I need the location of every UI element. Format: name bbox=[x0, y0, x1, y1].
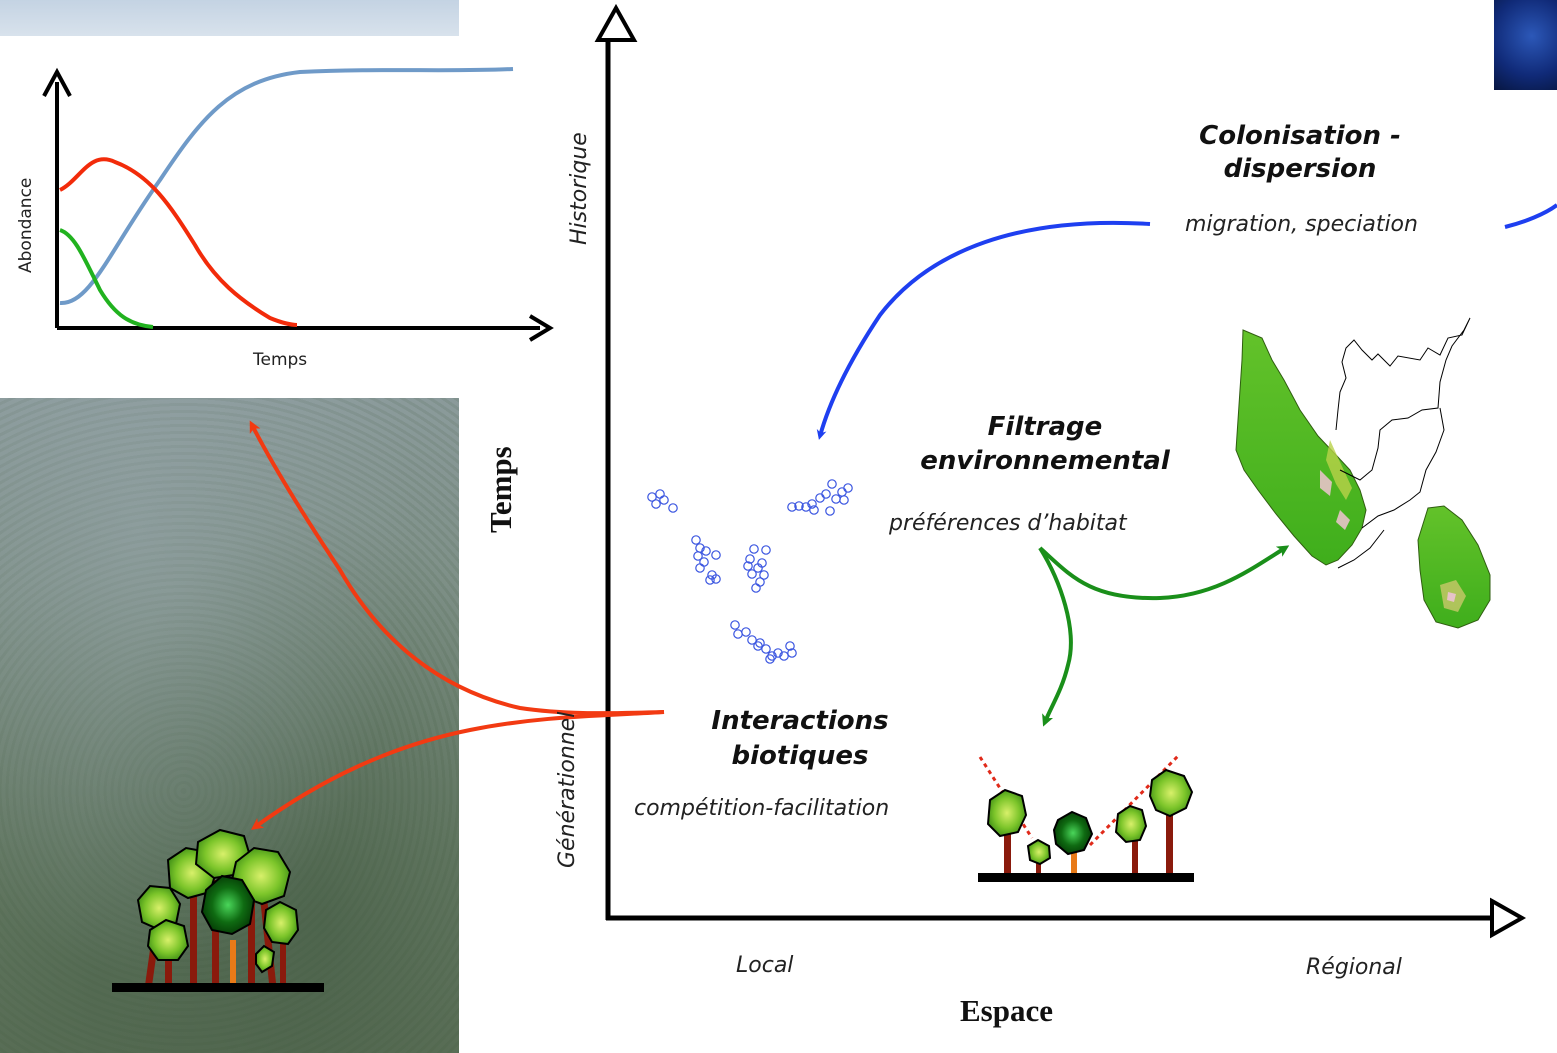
species-point bbox=[730, 620, 740, 630]
species-point bbox=[753, 641, 763, 651]
forest-photo bbox=[0, 398, 459, 1053]
species-point bbox=[743, 561, 753, 571]
species-point bbox=[691, 535, 701, 545]
colonisation-title: Colonisation - dispersion bbox=[1199, 121, 1401, 184]
sri-lanka-region bbox=[1417, 505, 1491, 629]
india-border-line bbox=[1335, 317, 1471, 481]
species-point bbox=[807, 499, 817, 509]
species-point bbox=[651, 499, 661, 509]
species-point bbox=[809, 505, 819, 515]
inset-y-arrowhead bbox=[42, 67, 72, 97]
species-point bbox=[747, 569, 757, 579]
species-point bbox=[747, 635, 757, 645]
species-point bbox=[801, 502, 811, 512]
species-point bbox=[705, 575, 715, 585]
inset-red-curve bbox=[59, 157, 298, 327]
x-left-label: Local bbox=[736, 953, 794, 978]
species-point bbox=[825, 506, 835, 516]
y-bottom-label: Générationnel bbox=[555, 711, 580, 868]
main-axes bbox=[594, 3, 1527, 939]
time-axis-arrowhead bbox=[594, 3, 638, 42]
species-point bbox=[759, 570, 769, 580]
filtrage-title: Filtrage environnemental bbox=[920, 412, 1170, 476]
species-point bbox=[761, 644, 771, 654]
species-point bbox=[821, 489, 831, 499]
species-point bbox=[843, 483, 853, 493]
inset-x-arrowhead bbox=[528, 314, 554, 342]
inset-green-curve bbox=[59, 228, 154, 329]
species-point bbox=[837, 487, 847, 497]
inset-blue-curve bbox=[59, 67, 514, 306]
species-point bbox=[787, 648, 797, 658]
interactions-title: Interactions biotiques bbox=[711, 706, 889, 771]
species-point bbox=[779, 651, 789, 661]
species-point bbox=[733, 629, 743, 639]
interactions-arrow-community bbox=[250, 710, 665, 830]
species-point bbox=[699, 557, 709, 567]
species-point bbox=[711, 550, 721, 560]
species-point bbox=[839, 495, 849, 505]
species-point bbox=[647, 492, 657, 502]
species-point bbox=[794, 501, 804, 511]
inset-abundance-chart bbox=[42, 67, 554, 342]
inset-x-label: Temps bbox=[253, 350, 308, 370]
species-point bbox=[773, 648, 783, 658]
interacting-tree-community bbox=[112, 828, 324, 992]
filtrage-arrow-map bbox=[1038, 545, 1290, 601]
species-point bbox=[668, 503, 678, 513]
x-right-label: Régional bbox=[1306, 955, 1402, 980]
species-point bbox=[745, 554, 755, 564]
species-point bbox=[749, 544, 759, 554]
region-map bbox=[1235, 317, 1491, 629]
colonisation-arrow-continuation bbox=[1504, 203, 1557, 229]
filtered-tree-community bbox=[978, 752, 1194, 882]
filtrage-subtitle: préférences d’habitat bbox=[889, 511, 1127, 536]
x-axis-title: Espace bbox=[960, 993, 1053, 1028]
species-point bbox=[755, 577, 765, 587]
western-ghats-region bbox=[1235, 329, 1367, 566]
species-point bbox=[831, 494, 841, 504]
space-axis-arrowhead bbox=[1490, 897, 1527, 939]
interactions-arrow-forest bbox=[249, 420, 665, 716]
interactions-subtitle: compétition-facilitation bbox=[634, 796, 890, 821]
species-point bbox=[815, 493, 825, 503]
species-point bbox=[755, 638, 765, 648]
filtrage-arrow-trees bbox=[1038, 546, 1073, 727]
species-point bbox=[751, 583, 761, 593]
inset-y-label: Abondance bbox=[16, 177, 36, 273]
species-point bbox=[767, 651, 777, 661]
species-point bbox=[693, 551, 703, 561]
y-axis-title: Temps bbox=[483, 446, 518, 533]
species-point bbox=[655, 489, 665, 499]
species-point bbox=[785, 641, 795, 651]
species-point bbox=[761, 545, 771, 555]
corner-image bbox=[1494, 0, 1557, 90]
colonisation-arrow bbox=[816, 220, 1151, 440]
species-point bbox=[659, 495, 669, 505]
species-point bbox=[741, 627, 751, 637]
species-point bbox=[701, 546, 711, 556]
species-point bbox=[711, 574, 721, 584]
species-point bbox=[753, 563, 763, 573]
colonisation-subtitle: migration, speciation bbox=[1185, 212, 1418, 237]
species-point bbox=[787, 502, 797, 512]
landscape-photo-strip bbox=[0, 0, 459, 36]
y-top-label: Historique bbox=[567, 132, 592, 245]
species-scatter bbox=[647, 479, 853, 664]
species-point bbox=[827, 479, 837, 489]
species-point bbox=[695, 563, 705, 573]
species-point bbox=[765, 654, 775, 664]
